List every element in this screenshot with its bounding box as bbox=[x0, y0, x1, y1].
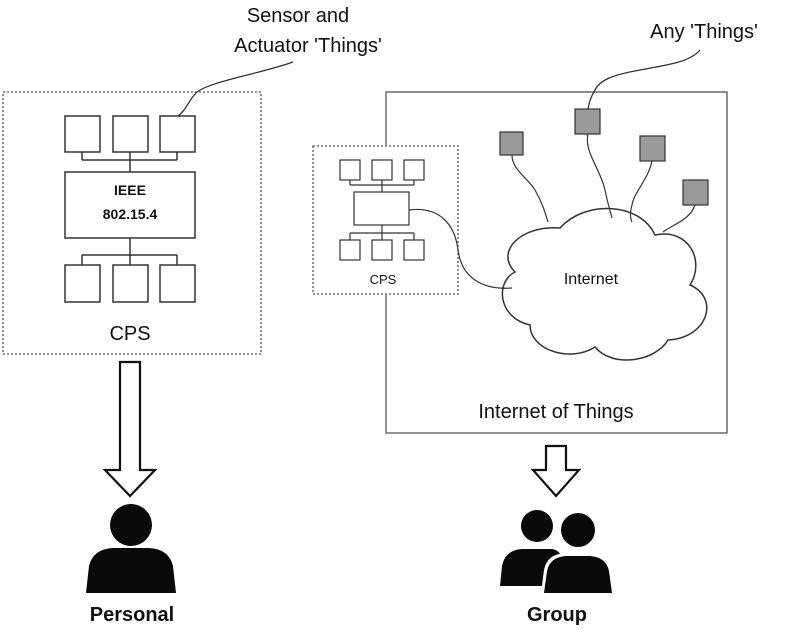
personal-label: Personal bbox=[90, 604, 174, 626]
small-cps-device-bottom-2 bbox=[371, 239, 393, 261]
cps-region: IEEE 802.15.4 CPS bbox=[2, 91, 262, 355]
thing-node-1 bbox=[499, 131, 524, 156]
sensor-label-line2: Actuator 'Things' bbox=[234, 35, 382, 57]
ieee-802154-hub bbox=[64, 171, 196, 239]
sensor-label-line1: Sensor and bbox=[247, 5, 349, 27]
thing-node-3 bbox=[639, 135, 666, 162]
any-things-pointer-line bbox=[587, 49, 701, 110]
small-cps-label: CPS bbox=[370, 272, 397, 287]
thing-node-4 bbox=[682, 179, 709, 206]
ieee-label: IEEE bbox=[114, 182, 146, 198]
thing-links bbox=[511, 133, 696, 233]
cps-top-bus bbox=[81, 152, 178, 172]
small-cps-bottom-bus bbox=[349, 225, 415, 240]
small-cps-device-bottom-3 bbox=[403, 239, 425, 261]
any-things-label: Any 'Things' bbox=[650, 21, 758, 43]
cps-bottom-bus bbox=[81, 238, 178, 265]
iot-region: CPS Internet Internet of Things bbox=[312, 91, 728, 434]
sensor-annotation: Sensor and Actuator 'Things' bbox=[177, 5, 382, 117]
cps-label: CPS bbox=[109, 323, 150, 345]
personal-person-icon bbox=[86, 504, 176, 593]
cps-device-bottom-3 bbox=[159, 264, 196, 303]
small-cps-top-bus bbox=[349, 180, 415, 192]
small-cps-device-top-2 bbox=[371, 159, 393, 181]
iot-label: Internet of Things bbox=[478, 401, 633, 423]
ieee-standard-label: 802.15.4 bbox=[103, 206, 158, 222]
internet-cloud bbox=[501, 207, 708, 361]
sensor-pointer-line bbox=[177, 61, 294, 117]
small-cps-device-top-1 bbox=[339, 159, 361, 181]
group-label: Group bbox=[527, 604, 587, 626]
cps-device-bottom-2 bbox=[112, 264, 149, 303]
cps-internet-link bbox=[408, 208, 513, 289]
cps-device-top-3 bbox=[159, 115, 196, 153]
internet-label: Internet bbox=[564, 271, 619, 288]
cps-device-top-1 bbox=[64, 115, 101, 153]
cps-dotted-boundary bbox=[2, 91, 262, 355]
personal-arrow bbox=[102, 360, 158, 498]
cps-device-top-2 bbox=[112, 115, 149, 153]
small-cps-device-top-3 bbox=[403, 159, 425, 181]
thing-node-2 bbox=[574, 108, 601, 135]
any-things-annotation: Any 'Things' bbox=[587, 21, 758, 110]
cps-device-bottom-1 bbox=[64, 264, 101, 303]
group-people-icon bbox=[500, 510, 615, 593]
small-cps-device-bottom-1 bbox=[339, 239, 361, 261]
group-arrow bbox=[530, 444, 582, 498]
small-cps-hub bbox=[353, 191, 410, 226]
